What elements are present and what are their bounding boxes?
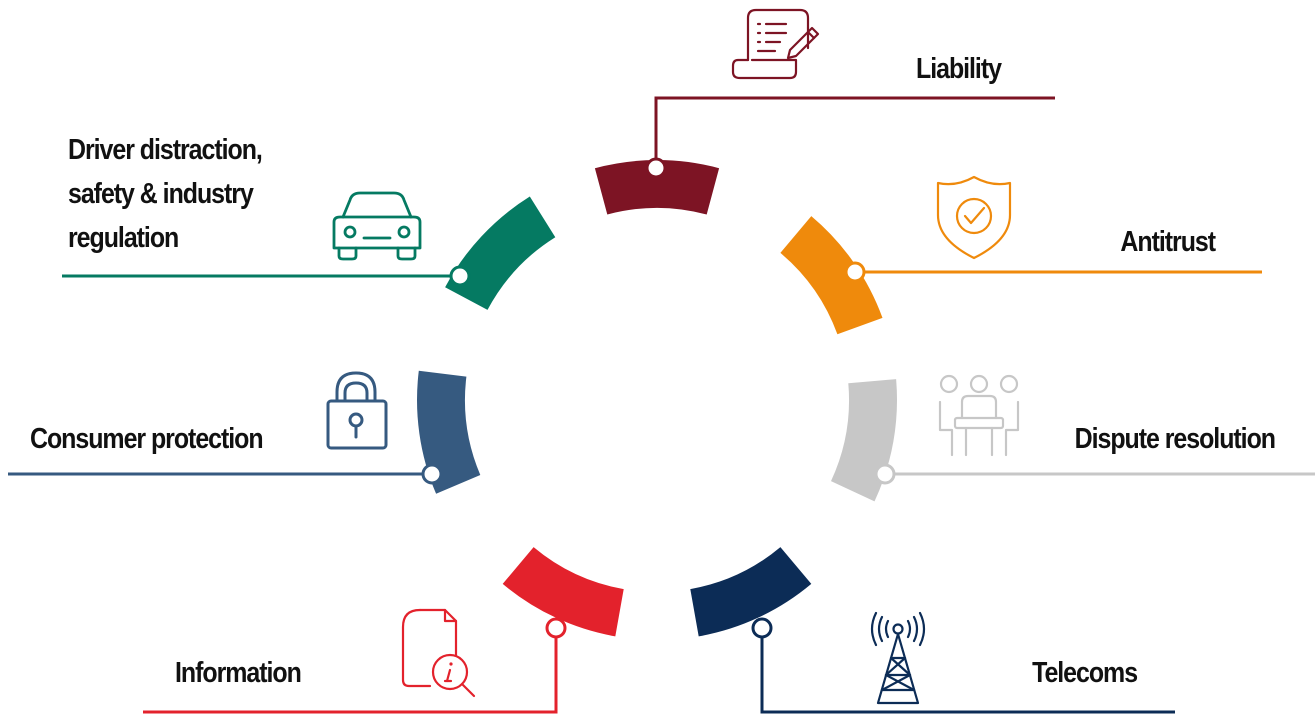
connector-liability: [654, 96, 1055, 168]
legal-document-pen-icon: [731, 8, 820, 80]
label-dispute-resolution: Dispute resolution: [1074, 423, 1276, 455]
padlock-icon: [326, 371, 388, 450]
label-consumer-protection: Consumer protection: [30, 423, 264, 455]
connector-telecoms: [760, 628, 1175, 714]
connector-dot-dispute-resolution: [874, 463, 896, 485]
ring-segment-driver-distraction: [445, 196, 556, 310]
ring-segment-liability: [594, 160, 720, 215]
antenna-tower-icon: [870, 611, 926, 705]
ring-segment-telecoms: [690, 547, 812, 637]
ring-segment-antitrust: [780, 216, 883, 335]
label-antitrust: Antitrust: [1120, 226, 1216, 258]
label-telecoms: Telecoms: [1032, 657, 1138, 689]
ring-segment-consumer-protection: [417, 370, 481, 494]
car-icon: [332, 191, 422, 261]
meeting-people-icon: [938, 374, 1020, 457]
connector-dot-telecoms: [751, 617, 773, 639]
connector-dot-antitrust: [844, 261, 866, 283]
ring-segment-information: [502, 547, 624, 637]
label-liability: Liability: [916, 53, 1002, 85]
connector-dot-driver-distraction: [449, 265, 471, 287]
shield-check-icon: [936, 175, 1012, 260]
connector-dot-information: [545, 617, 567, 639]
connector-dot-liability: [645, 157, 667, 179]
label-information: Information: [175, 657, 302, 689]
label-driver-distraction: Driver distraction, safety & industry re…: [68, 134, 263, 254]
connector-dot-consumer-protection: [421, 463, 443, 485]
document-search-info-icon: [401, 608, 476, 698]
connector-information: [143, 628, 558, 714]
ring: [417, 160, 898, 637]
